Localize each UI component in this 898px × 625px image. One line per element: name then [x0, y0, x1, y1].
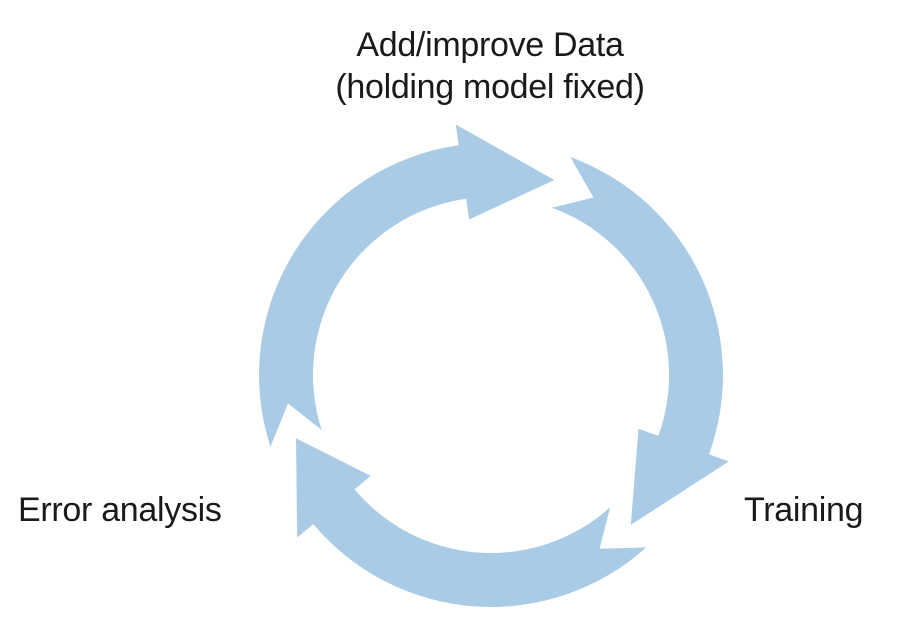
cycle-arrow-bottom-left	[296, 438, 647, 607]
cycle-arrow-right	[551, 157, 729, 525]
label-add-improve-data-line2: (holding model fixed)	[335, 68, 645, 106]
cycle-arrow-top	[259, 124, 555, 447]
label-error-analysis: Error analysis	[18, 491, 222, 529]
label-add-improve-data-line1: Add/improve Data	[356, 26, 624, 64]
label-training: Training	[744, 491, 864, 529]
label-add-improve-data: Add/improve Data (holding model fixed)	[300, 24, 680, 108]
cycle-arrows	[259, 124, 729, 607]
